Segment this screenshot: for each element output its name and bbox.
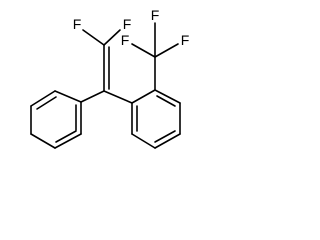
aryl-bond-2 — [154, 89, 181, 104]
bond-cf2-f-right — [103, 29, 121, 46]
bond-cf3-f-right — [154, 43, 179, 58]
atom-label-f-cf3-left: F — [121, 32, 130, 48]
aryl-inner-2 — [156, 95, 176, 107]
aryl-bond-4 — [154, 133, 181, 149]
atom-labels: F F F F F — [73, 7, 190, 48]
aryl-bond-5 — [131, 133, 156, 149]
atom-label-f-cf3-top: F — [151, 7, 160, 23]
phenyl-inner-2 — [55, 130, 77, 143]
phenyl-bond-5 — [54, 133, 82, 149]
atom-label-f-top-right: F — [123, 16, 132, 32]
phenyl-inner-1 — [36, 96, 57, 110]
phenyl-bond-1 — [54, 90, 82, 103]
atom-label-f-cf3-right: F — [181, 32, 190, 48]
bond-cf2-f-left — [82, 29, 105, 46]
bond-alkene-aryl — [103, 90, 133, 104]
aryl-bond-1 — [131, 89, 156, 104]
phenyl-bond-4 — [30, 133, 56, 149]
bond-cf3-f-left — [131, 43, 156, 58]
atom-label-f-top-left: F — [73, 16, 82, 32]
aryl-inner-3 — [154, 130, 176, 143]
bonds — [30, 22, 181, 149]
bond-alkene-phenyl — [80, 90, 105, 103]
phenyl-bond-2 — [30, 90, 56, 107]
molecule-diagram: F F F F F — [30, 7, 190, 149]
